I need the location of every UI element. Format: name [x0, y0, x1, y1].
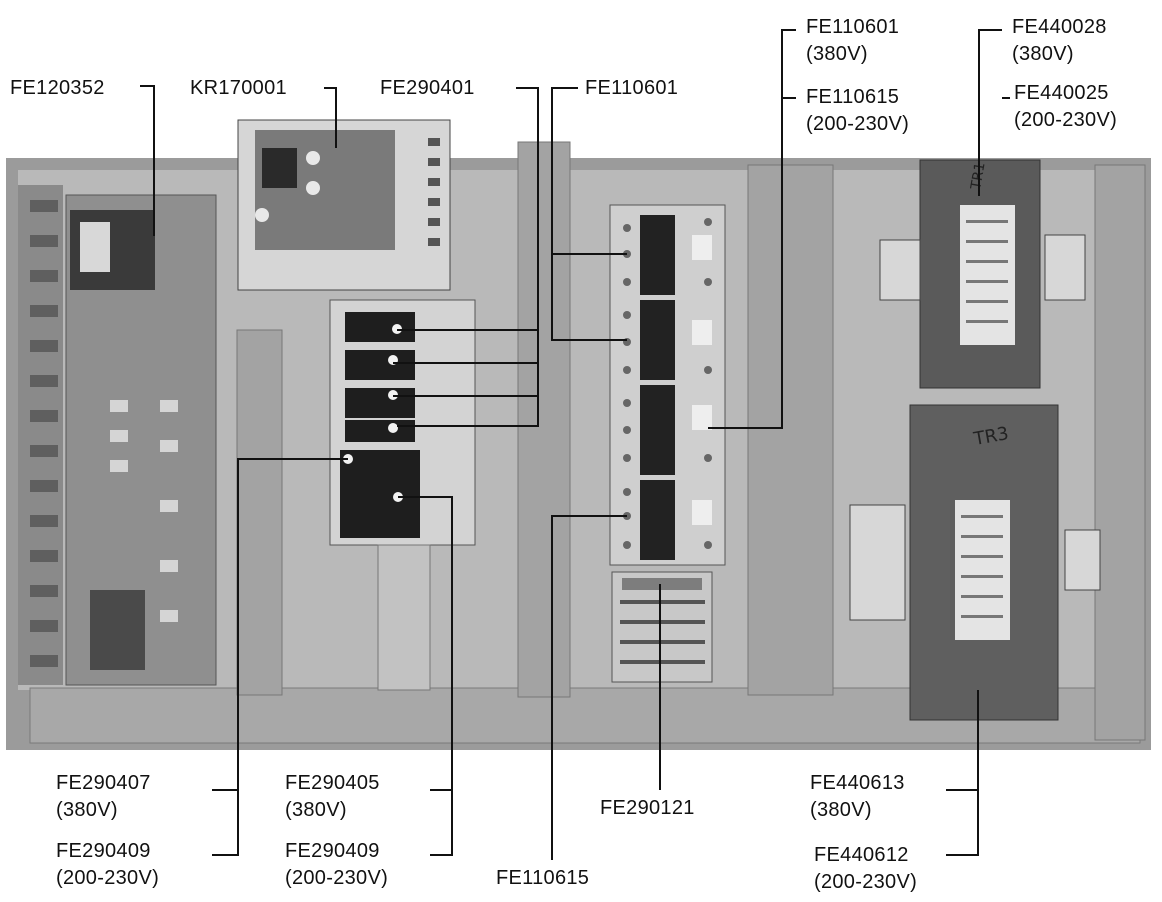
label-fe120352: FE120352 — [10, 77, 105, 99]
transformer-mid-terminals — [879, 239, 921, 301]
label-fe440025: FE440025 (200-230V) — [1014, 80, 1117, 134]
duct-vertical-3 — [747, 164, 834, 696]
label-fe110601-top: FE110601 — [585, 77, 679, 99]
leader-kr170001 — [324, 87, 337, 148]
leader-fe290405 — [398, 496, 453, 791]
transformer-side-block — [1064, 529, 1101, 591]
label-fe440612-voltage: (200-230V) — [814, 871, 918, 893]
label-fe290121: FE290121 — [600, 797, 695, 819]
leader-fe440612 — [946, 690, 979, 856]
din-rail — [377, 544, 431, 691]
leader-fe110615-bottom — [551, 515, 627, 860]
label-fe290409-mid: FE290409 (200-230V) — [285, 838, 388, 892]
duct-vertical-4 — [1094, 164, 1146, 741]
transformer-bottom-terminals — [849, 504, 906, 621]
label-fe440612: FE440612 (200-230V) — [814, 842, 917, 896]
label-fe110601-380-voltage: (380V) — [806, 43, 868, 65]
label-fe290409-left: FE290409 (200-230V) — [56, 838, 159, 892]
label-fe440612-code: FE440612 — [814, 844, 909, 866]
leader-fe440028 — [978, 29, 1002, 196]
label-fe110615-bottom: FE110615 — [496, 867, 590, 889]
left-duct-teeth — [30, 200, 58, 667]
left-cable-duct — [18, 185, 63, 685]
label-fe440025-code: FE440025 — [1014, 82, 1109, 104]
label-fe440028-code: FE440028 — [1012, 16, 1107, 38]
label-fe110601-380: FE110601 (380V) — [806, 14, 899, 68]
label-fe440613-voltage: (380V) — [810, 799, 872, 821]
label-fe110615-200-voltage: (200-230V) — [806, 113, 910, 135]
leader-fe120352 — [140, 85, 155, 236]
label-fe440613: FE440613 (380V) — [810, 770, 905, 824]
label-fe290405-code: FE290405 — [285, 772, 380, 794]
duct-vertical-2 — [517, 141, 571, 698]
leader-fe290407 — [212, 458, 348, 791]
label-fe110601-380-code: FE110601 — [806, 16, 900, 38]
duct-vertical-1 — [236, 329, 283, 696]
label-fe440028-voltage: (380V) — [1012, 43, 1074, 65]
transformer-top-terminals — [1044, 234, 1086, 301]
label-fe440025-voltage: (200-230V) — [1014, 109, 1118, 131]
leader-fe110601-380 — [708, 29, 796, 429]
label-fe440028: FE440028 (380V) — [1012, 14, 1107, 68]
label-fe290409-mid-voltage: (200-230V) — [285, 867, 389, 889]
label-fe290401: FE290401 — [380, 77, 475, 99]
label-fe290407-code: FE290407 — [56, 772, 151, 794]
label-fe290409-left-code: FE290409 — [56, 840, 151, 862]
leader-lines — [140, 29, 1010, 860]
label-kr170001: KR170001 — [190, 77, 287, 99]
leader-fe290401 — [397, 87, 539, 427]
label-fe290409-left-voltage: (200-230V) — [56, 867, 160, 889]
label-fe290407: FE290407 (380V) — [56, 770, 151, 824]
label-fe290405: FE290405 (380V) — [285, 770, 380, 824]
label-fe290405-voltage: (380V) — [285, 799, 347, 821]
label-fe110615-200-code: FE110615 — [806, 86, 900, 108]
label-fe440613-code: FE440613 — [810, 772, 905, 794]
leader-fe110601-top — [551, 87, 627, 341]
label-fe110615-200: FE110615 (200-230V) — [806, 84, 909, 138]
board-relays — [90, 590, 145, 670]
label-fe290407-voltage: (380V) — [56, 799, 118, 821]
label-fe290409-mid-code: FE290409 — [285, 840, 380, 862]
